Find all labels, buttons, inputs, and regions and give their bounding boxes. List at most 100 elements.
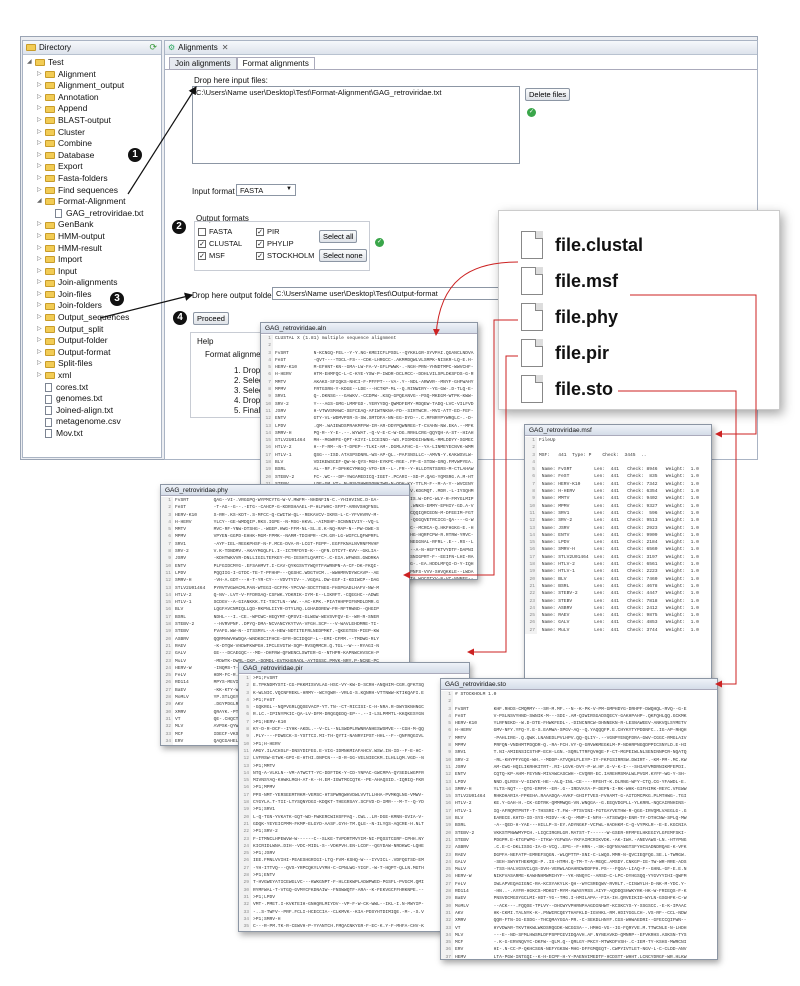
tab-join-alignments[interactable]: Join alignments xyxy=(169,57,237,69)
refresh-icon[interactable]: ⟳ xyxy=(149,42,157,52)
expand-icon[interactable]: ▷ xyxy=(37,348,42,355)
tree-folder[interactable]: ▷Split-files xyxy=(27,358,161,370)
format-option[interactable]: ✓STOCKHOLM xyxy=(256,251,318,261)
line-number: 23 xyxy=(441,851,453,859)
tree-folder[interactable]: ▷Input xyxy=(27,266,161,278)
tree-folder[interactable]: ▷GenBank xyxy=(27,219,161,231)
expand-icon[interactable]: ▷ xyxy=(37,128,42,135)
expand-icon[interactable]: ▷ xyxy=(37,314,42,321)
format-checkbox[interactable]: ✓ xyxy=(256,240,264,249)
expand-icon[interactable]: ▷ xyxy=(37,93,42,100)
tree-folder[interactable]: ▷Import xyxy=(27,254,161,266)
expand-icon[interactable]: ▷ xyxy=(37,232,42,239)
expand-icon[interactable]: ▷ xyxy=(37,163,42,170)
line-number: 15 xyxy=(261,437,273,445)
line-number: 33 xyxy=(161,730,173,738)
tree-file[interactable]: Mov.txt xyxy=(27,428,161,440)
tree-folder[interactable]: ▷Append xyxy=(27,103,161,115)
tree-file[interactable]: Joined-align.txt xyxy=(27,405,161,417)
tree-folder[interactable]: ▷Join-files xyxy=(27,289,161,301)
expand-icon[interactable]: ◢ xyxy=(37,198,42,205)
tree-item-label: Output_sequences xyxy=(58,312,130,323)
expand-icon[interactable]: ▷ xyxy=(37,302,42,309)
expand-icon[interactable]: ▷ xyxy=(37,337,42,344)
check-icon: ✓ xyxy=(527,108,536,117)
close-icon[interactable]: ✕ xyxy=(221,43,229,52)
line-number: 3 xyxy=(525,451,537,459)
check-icon: ✓ xyxy=(375,238,384,247)
tree-folder[interactable]: ▷Export xyxy=(27,161,161,173)
delete-files-button[interactable]: Delete files xyxy=(525,88,571,101)
format-option[interactable]: FASTA xyxy=(198,227,256,237)
line-text: SRV1 T.NI-AMIENSICSTHP-ECH-LGN.-SQRLTTRF… xyxy=(455,750,687,756)
tab-format-alignments[interactable]: Format alignments xyxy=(236,57,315,69)
expand-icon[interactable]: ▷ xyxy=(37,221,42,228)
format-label: STOCKHOLM xyxy=(267,251,315,261)
tree-item-label: Database xyxy=(58,149,95,160)
tree-root[interactable]: ◢Test xyxy=(27,57,64,67)
tree-folder[interactable]: ▷HMM-output xyxy=(27,231,161,243)
tree-folder[interactable]: ▷ Database xyxy=(27,150,161,162)
output-folder-field[interactable]: C:\Users\Name user\Desktop\Test\Output-f… xyxy=(272,287,500,300)
input-files-dropzone[interactable]: C:\Users\Name user\Desktop\Test\Format-A… xyxy=(192,86,520,164)
expand-icon[interactable]: ▷ xyxy=(37,290,42,297)
tree-folder[interactable]: ▷Join-folders xyxy=(27,300,161,312)
msf-row-text: Name: FvSRT Len: 441 Check: 8946 Weight:… xyxy=(539,467,699,473)
tree-folder[interactable]: ▷Fasta-folders xyxy=(27,173,161,185)
expand-icon[interactable]: ▷ xyxy=(37,116,42,123)
tree-folder[interactable]: ▷Output-format xyxy=(27,347,161,359)
line-number: 2 xyxy=(441,698,453,706)
tree-folder[interactable]: ▷Combine xyxy=(27,138,161,150)
tree-folder[interactable]: ▷xml xyxy=(27,370,161,382)
tree-file[interactable]: genomes.txt xyxy=(27,393,161,405)
format-checkbox[interactable]: ✓ xyxy=(198,240,206,249)
tree-folder[interactable]: ▷Alignment_output xyxy=(27,80,161,92)
format-option[interactable]: ✓CLUSTAL xyxy=(198,239,256,249)
tree-folder[interactable]: ▷Cluster xyxy=(27,127,161,139)
expand-icon[interactable]: ▷ xyxy=(37,325,42,332)
expand-icon[interactable]: ▷ xyxy=(37,140,42,147)
expand-icon[interactable]: ▷ xyxy=(37,244,42,251)
tree-folder[interactable]: ▷ Output_sequences xyxy=(27,312,161,324)
file-icon xyxy=(521,375,543,403)
tree-folder[interactable]: ◢Format-Alignment xyxy=(27,196,161,208)
expand-icon[interactable]: ▷ xyxy=(37,256,42,263)
format-option[interactable]: ✓PHYLIP xyxy=(256,239,318,249)
format-option[interactable]: ✓PIR xyxy=(256,227,318,237)
tree-file[interactable]: GAG_retroviridae.txt xyxy=(27,208,161,220)
format-label: CLUSTAL xyxy=(209,239,243,249)
tree-folder[interactable]: ▷Output-folder xyxy=(27,335,161,347)
tree-folder[interactable]: ▷Annotation xyxy=(27,92,161,104)
format-checkbox[interactable]: ✓ xyxy=(256,252,264,261)
expand-icon[interactable]: ▷ xyxy=(37,82,42,89)
tree-folder[interactable]: ▷BLAST-output xyxy=(27,115,161,127)
format-checkbox[interactable]: ✓ xyxy=(198,252,206,261)
expand-icon[interactable]: ▷ xyxy=(37,279,42,286)
proceed-button[interactable]: Proceed xyxy=(193,312,229,325)
expand-icon[interactable]: ▷ xyxy=(37,105,42,112)
tree-file[interactable]: cores.txt xyxy=(27,382,161,394)
tree-file[interactable]: metagenome.csv xyxy=(27,416,161,428)
expand-icon[interactable]: ▷ xyxy=(37,174,42,181)
format-option[interactable]: ✓MSF xyxy=(198,251,256,261)
select-none-button[interactable]: Select none xyxy=(319,249,367,262)
expand-icon[interactable]: ▷ xyxy=(37,372,42,379)
select-all-button[interactable]: Select all xyxy=(319,230,358,243)
alignments-title[interactable]: Alignments xyxy=(178,43,218,52)
input-format-select[interactable]: FASTA▼ xyxy=(236,184,296,196)
format-checkbox[interactable] xyxy=(198,228,206,237)
expand-icon[interactable]: ▷ xyxy=(37,70,42,77)
expand-icon[interactable]: ▷ xyxy=(37,151,42,158)
format-checkbox[interactable]: ✓ xyxy=(256,228,264,237)
tree-folder[interactable]: ▷Find sequences xyxy=(27,185,161,197)
expand-icon[interactable]: ▷ xyxy=(37,186,42,193)
tree-folder[interactable]: ▷Output_split xyxy=(27,324,161,336)
tree-folder[interactable]: ▷HMM-result xyxy=(27,243,161,255)
expand-icon[interactable]: ▷ xyxy=(37,267,42,274)
tree-folder[interactable]: ▷Join-alignments xyxy=(27,277,161,289)
expand-icon[interactable]: ▷ xyxy=(37,360,42,367)
line-number: 6 xyxy=(239,711,251,719)
tree-folder[interactable]: ▷Alignment xyxy=(27,69,161,81)
msf-row: 11 Name: SRV1 Len: 441 Check: 596 Weight… xyxy=(525,509,711,518)
